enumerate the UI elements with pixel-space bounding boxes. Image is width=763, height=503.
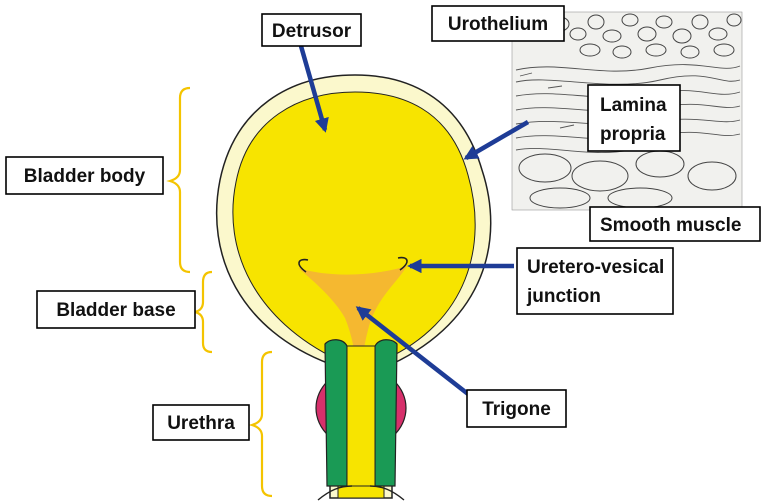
label-lamina-propria-line2: propria — [600, 124, 666, 145]
bracket-bladder-base — [195, 272, 212, 352]
label-urothelium-text: Urothelium — [448, 14, 548, 35]
label-smooth-muscle: Smooth muscle — [590, 207, 760, 241]
label-bladder-body: Bladder body — [6, 157, 163, 194]
label-urothelium: Urothelium — [432, 6, 564, 41]
label-trigone: Trigone — [467, 390, 566, 427]
urethral-lumen — [347, 346, 375, 486]
label-uv-junction-line1: Uretero-vesical — [527, 257, 664, 278]
urethra-muscle-left — [325, 340, 347, 486]
urethra-muscle-right — [375, 340, 397, 486]
label-uv-junction-line2: junction — [526, 286, 601, 307]
label-bladder-base-text: Bladder base — [56, 300, 175, 321]
label-bladder-base: Bladder base — [37, 291, 195, 328]
label-detrusor: Detrusor — [262, 14, 361, 46]
bracket-bladder-body — [170, 88, 190, 272]
bladder — [217, 75, 491, 500]
label-urethra: Urethra — [153, 405, 249, 440]
label-trigone-text: Trigone — [482, 399, 551, 420]
label-lamina-propria: Lamina propria — [588, 85, 680, 151]
label-uv-junction: Uretero-vesical junction — [517, 248, 673, 314]
label-detrusor-text: Detrusor — [272, 21, 352, 42]
label-lamina-propria-line1: Lamina — [600, 95, 667, 116]
label-urethra-text: Urethra — [167, 413, 235, 434]
bracket-urethra — [252, 352, 272, 496]
label-smooth-muscle-text: Smooth muscle — [600, 215, 741, 236]
label-bladder-body-text: Bladder body — [24, 166, 146, 187]
